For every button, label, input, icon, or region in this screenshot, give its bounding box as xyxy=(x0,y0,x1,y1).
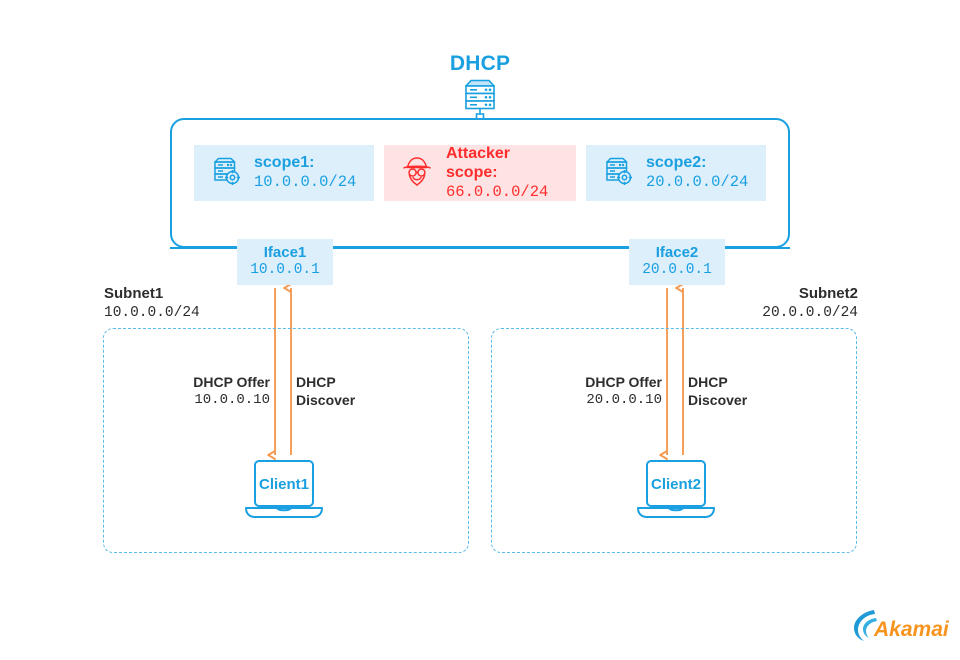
iface2-box[interactable]: Iface2 20.0.0.1 xyxy=(629,239,725,285)
scope1-box[interactable]: scope1: 10.0.0.0/24 xyxy=(194,145,374,201)
iface1-ip: 10.0.0.1 xyxy=(250,262,320,279)
dhcp-server-icon xyxy=(456,78,504,112)
iface2-name: Iface2 xyxy=(655,244,699,262)
subnet1-label: Subnet1 10.0.0.0/24 xyxy=(104,285,200,322)
dhcp-discover-2-label: DHCP Discover xyxy=(688,374,778,410)
dhcp-offer-2-ip: 20.0.0.10 xyxy=(586,391,662,408)
dhcp-offer-1-title: DHCP Offer xyxy=(193,374,270,390)
server-target-icon xyxy=(602,155,634,192)
akamai-logo: Akamai xyxy=(852,606,952,646)
dhcp-discover-2-line1: DHCP xyxy=(688,374,728,390)
attacker-scope-cidr: 66.0.0.0/24 xyxy=(446,182,549,201)
scope2-cidr: 20.0.0.0/24 xyxy=(646,173,749,192)
scope1-name: scope1: xyxy=(254,154,315,172)
iface2-ip: 20.0.0.1 xyxy=(642,262,712,279)
dhcp-discover-1-label: DHCP Discover xyxy=(296,374,386,410)
subnet2-cidr: 20.0.0.0/24 xyxy=(762,304,858,321)
akamai-wordmark: Akamai xyxy=(873,618,950,641)
scope1-cidr: 10.0.0.0/24 xyxy=(254,173,357,192)
subnet1-area xyxy=(103,328,469,553)
subnet2-area xyxy=(491,328,857,553)
dhcp-offer-1-ip: 10.0.0.10 xyxy=(194,391,270,408)
subnet2-name: Subnet2 xyxy=(798,285,858,302)
client1-label: Client1 xyxy=(258,475,309,493)
dhcp-discover-1-line2: Discover xyxy=(296,391,356,408)
server-target-icon xyxy=(210,155,242,192)
iface1-box[interactable]: Iface1 10.0.0.1 xyxy=(237,239,333,285)
scope1-text: scope1: 10.0.0.0/24 xyxy=(254,154,356,191)
client1-node[interactable]: Client1 xyxy=(241,458,327,522)
subnet1-cidr: 10.0.0.0/24 xyxy=(104,304,200,321)
dhcp-offer-2-label: DHCP Offer 20.0.0.10 xyxy=(547,374,662,410)
client2-label: Client2 xyxy=(650,475,701,493)
attacker-scope-box[interactable]: Attacker scope: 66.0.0.0/24 xyxy=(384,145,576,201)
attacker-scope-text: Attacker scope: 66.0.0.0/24 xyxy=(446,145,560,201)
scope2-box[interactable]: scope2: 20.0.0.0/24 xyxy=(586,145,766,201)
subnet1-name: Subnet1 xyxy=(104,285,164,302)
dhcp-discover-1-line1: DHCP xyxy=(296,374,336,390)
akamai-swirl-icon xyxy=(854,610,877,641)
scope2-text: scope2: 20.0.0.0/24 xyxy=(646,154,748,191)
attacker-spy-icon xyxy=(400,155,434,192)
scope2-name: scope2: xyxy=(646,154,707,172)
laptop-icon xyxy=(637,460,715,518)
iface1-name: Iface1 xyxy=(263,244,307,262)
dhcp-offer-1-label: DHCP Offer 10.0.0.10 xyxy=(155,374,270,410)
laptop-icon xyxy=(245,460,323,518)
subnet2-label: Subnet2 20.0.0.0/24 xyxy=(700,285,858,322)
dhcp-discover-2-line2: Discover xyxy=(688,391,748,408)
client2-node[interactable]: Client2 xyxy=(633,458,719,522)
attacker-scope-name: Attacker scope: xyxy=(446,144,511,181)
dhcp-offer-2-title: DHCP Offer xyxy=(585,374,662,390)
dhcp-title: DHCP xyxy=(449,52,511,75)
